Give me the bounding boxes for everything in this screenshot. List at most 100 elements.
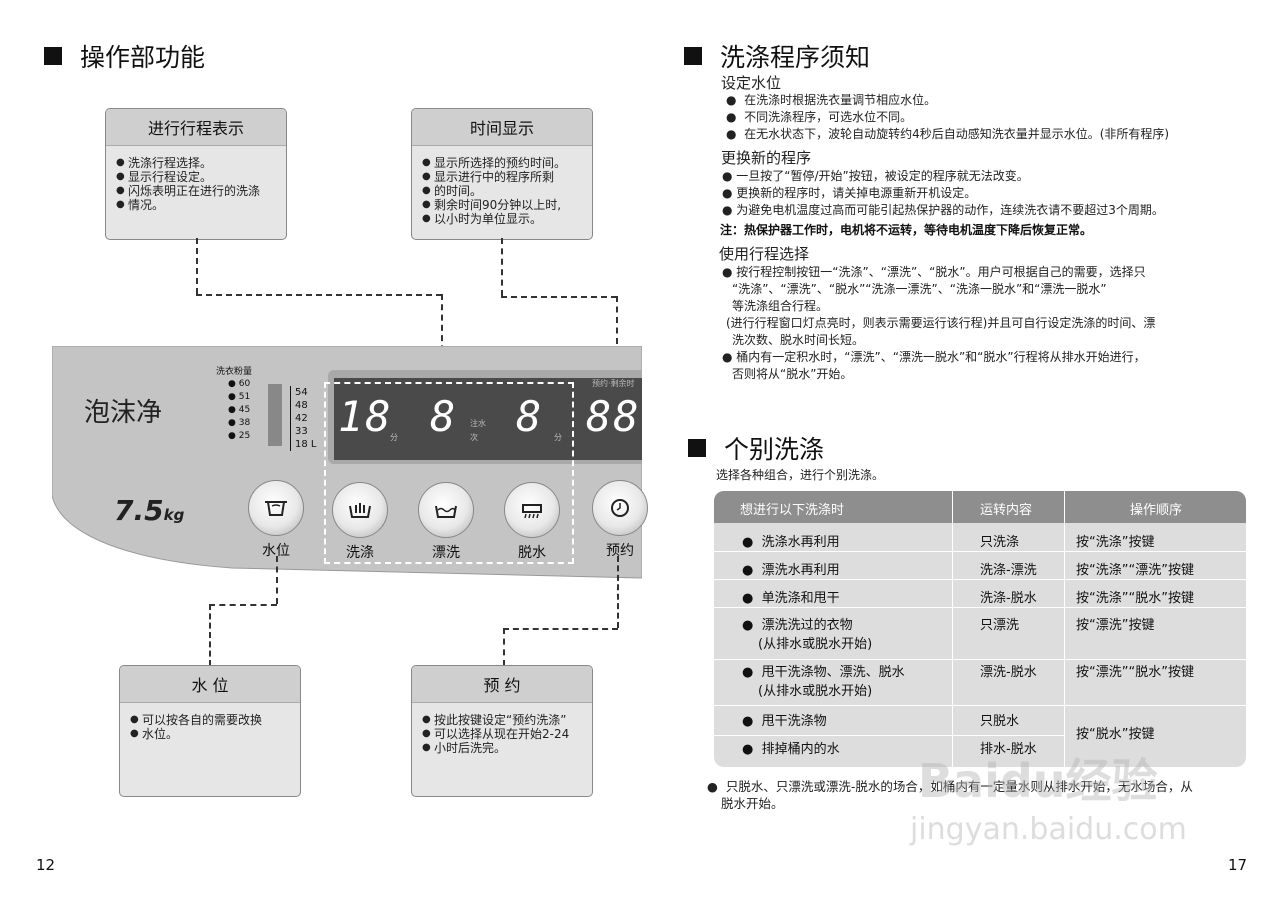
list-item: 以小时为单位显示。 xyxy=(422,212,592,226)
connector-line xyxy=(616,296,618,386)
callout-progress: 进行行程表示 洗涤行程选择。 显示行程设定。 闪烁表明正在进行的洗涤 情况。 xyxy=(105,108,287,240)
display-reserve-time: 88 xyxy=(586,392,641,441)
callout-progress-title: 进行行程表示 xyxy=(106,109,286,146)
list-item: 洗涤行程选择。 xyxy=(116,156,286,170)
subsection-change-program: 更换新的程序 xyxy=(721,149,812,167)
list-item: 按此按键设定“预约洗涤” xyxy=(422,713,592,727)
callout-progress-list: 洗涤行程选择。 显示行程设定。 闪烁表明正在进行的洗涤 情况。 xyxy=(106,156,286,212)
detergent-level-51: ● 51 xyxy=(228,392,251,402)
connector-line xyxy=(501,296,617,298)
list-item: 显示行程设定。 xyxy=(116,170,286,184)
display-rinse-count: 8 xyxy=(430,392,458,441)
list-item: ● 在洗涤时根据洗衣量调节相应水位。 xyxy=(726,93,937,107)
callout-time-list: 显示所选择的预约时间。 显示进行中的程序所剩 的时间。 剩余时间90分钟以上时,… xyxy=(412,156,592,226)
square-bullet-icon xyxy=(684,47,702,65)
callout-reserve: 预 约 按此按键设定“预约洗涤” 可以选择从现在开始2-24 小时后洗完。 xyxy=(411,665,593,797)
detergent-label: 洗衣粉量 xyxy=(216,367,253,377)
list-item: 闪烁表明正在进行的洗涤 xyxy=(116,184,286,198)
water-level-label: 水位 xyxy=(262,543,290,559)
connector-line xyxy=(196,238,198,294)
table-row: ● 排掉桶内的水 xyxy=(742,742,840,757)
merged-op-cell: 按“脱水”按键 xyxy=(1076,727,1155,742)
reserve-label: 预约 xyxy=(606,543,634,559)
square-bullet-icon xyxy=(44,47,62,65)
brand-logo: 泡沫净 xyxy=(84,398,163,428)
rinse-icon xyxy=(435,505,457,518)
list-item: ● 不同洗涤程序，可选水位不同。 xyxy=(726,110,913,124)
connector-line xyxy=(209,604,277,606)
control-panel: 泡沫净 7.5kg 洗衣粉量 ● 60 ● 51 ● 45 ● 38 ● 25 … xyxy=(52,346,648,582)
table-header-cell: 想进行以下洗涤时 xyxy=(740,503,845,518)
list-item: ● 为避免电机温度过高而可能引起热保护器的动作，连续洗衣请不要超过3个周期。 xyxy=(722,203,1164,217)
connector-line xyxy=(196,294,442,296)
left-section-title: 操作部功能 xyxy=(44,38,205,74)
water-level-button[interactable] xyxy=(248,480,304,536)
list-item: ● 更换新的程序时，请关掉电源重新开机设定。 xyxy=(722,186,977,200)
water-level-bar xyxy=(268,384,282,446)
individual-wash-intro: 选择各种组合，进行个别洗涤。 xyxy=(716,468,885,482)
page-number-left: 12 xyxy=(36,856,56,874)
callout-water-level: 水 位 可以按各自的需要改换 水位。 xyxy=(119,665,301,797)
connector-line xyxy=(276,556,278,604)
list-item: 水位。 xyxy=(130,727,300,741)
reserve-button[interactable] xyxy=(592,480,648,536)
table-header xyxy=(714,491,1246,523)
table-row: ● 漂洗水再利用 xyxy=(742,563,840,578)
list-item: 可以选择从现在开始2-24 xyxy=(422,727,592,741)
water-level-icon xyxy=(265,501,287,516)
callout-water-list: 可以按各自的需要改换 水位。 xyxy=(120,713,300,741)
wash-label: 洗涤 xyxy=(346,545,374,561)
connector-line xyxy=(209,604,211,666)
footnote: ● 只脱水、只漂洗或漂洗-脱水的场合，如桶内有一定量水则从排水开始，无水场合，从… xyxy=(707,779,1193,811)
list-item: 小时后洗完。 xyxy=(422,741,592,755)
individual-wash-title: 个别洗涤 xyxy=(688,430,824,466)
connector-line xyxy=(503,628,505,666)
panel-shape xyxy=(52,346,642,579)
course-select-notes: ● 按行程控制按钮一“洗涤”、“漂洗”、“脱水”。用户可根据自己的需要，选择只 … xyxy=(722,265,1156,381)
callout-time-title: 时间显示 xyxy=(412,109,592,146)
progress-selection-box xyxy=(324,382,574,564)
list-item: 显示所选择的预约时间。 xyxy=(422,156,592,170)
list-item: 可以按各自的需要改换 xyxy=(130,713,300,727)
detergent-level-38: ● 38 xyxy=(228,418,251,428)
individual-wash-table: 想进行以下洗涤时 运转内容 操作顺序 ● 洗涤水再利用 只洗涤 按“洗涤”按键 … xyxy=(714,491,1246,767)
connector-line xyxy=(441,294,443,372)
detergent-levels: ● 60 ● 51 ● 45 ● 38 ● 25 xyxy=(228,378,250,443)
thermal-protector-note: 注：热保护器工作时，电机将不运转，等待电机温度下降后恢复正常。 xyxy=(720,223,1093,237)
spin-icon xyxy=(522,504,542,519)
water-level-notes: ● 在洗涤时根据洗衣量调节相应水位。 ● 不同洗涤程序，可选水位不同。 ● 在无… xyxy=(726,92,1169,143)
wash-button[interactable] xyxy=(332,482,388,538)
list-item: ● 在无水状态下，波轮自动旋转约4秒后自动感知洗衣量并显示水位。(非所有程序) xyxy=(726,127,1170,141)
wash-icon xyxy=(349,503,371,518)
list-item: 显示进行中的程序所剩 xyxy=(422,170,592,184)
spin-label: 脱水 xyxy=(518,545,546,561)
watermark-url: jingyan.baidu.com xyxy=(910,812,1187,847)
list-item: ● 一旦按了“暂停/开始”按钮，被设定的程序就无法改变。 xyxy=(722,169,1029,183)
table-header-cell: 运转内容 xyxy=(980,503,1033,518)
display-spin-time: 8 xyxy=(516,392,544,441)
clock-icon xyxy=(611,499,629,517)
table-row: ● 漂洗洗过的衣物 xyxy=(742,618,853,633)
change-program-notes: ● 一旦按了“暂停/开始”按钮，被设定的程序就无法改变。 ● 更换新的程序时，请… xyxy=(722,168,1164,219)
list-item: 情况。 xyxy=(116,198,286,212)
spin-button[interactable] xyxy=(504,482,560,538)
connector-line xyxy=(617,556,619,628)
right-section-title: 洗涤程序须知 xyxy=(684,38,870,74)
table-header-cell: 操作顺序 xyxy=(1130,503,1183,518)
table-row: ● 单洗涤和甩干 xyxy=(742,591,840,606)
table-row: ● 甩干洗涤物 xyxy=(742,714,827,729)
subsection-course-select: 使用行程选择 xyxy=(719,245,810,263)
display-wash-time: 18 xyxy=(338,392,393,441)
callout-reserve-list: 按此按键设定“预约洗涤” 可以选择从现在开始2-24 小时后洗完。 xyxy=(412,713,592,755)
watermark-logo: Baidu经验 xyxy=(918,754,1158,808)
water-levels: 54 48 42 33 18 L xyxy=(290,386,317,451)
detergent-level-25: ● 25 xyxy=(228,431,251,441)
rinse-label: 漂洗 xyxy=(432,545,460,561)
subsection-water-level: 设定水位 xyxy=(721,74,782,92)
table-row: ● 甩干洗涤物、漂洗、脱水 xyxy=(742,665,905,680)
connector-line xyxy=(501,238,503,296)
list-item: 剩余时间90分钟以上时, xyxy=(422,198,592,212)
rinse-button[interactable] xyxy=(418,482,474,538)
list-item: 的时间。 xyxy=(422,184,592,198)
square-bullet-icon xyxy=(688,439,706,457)
